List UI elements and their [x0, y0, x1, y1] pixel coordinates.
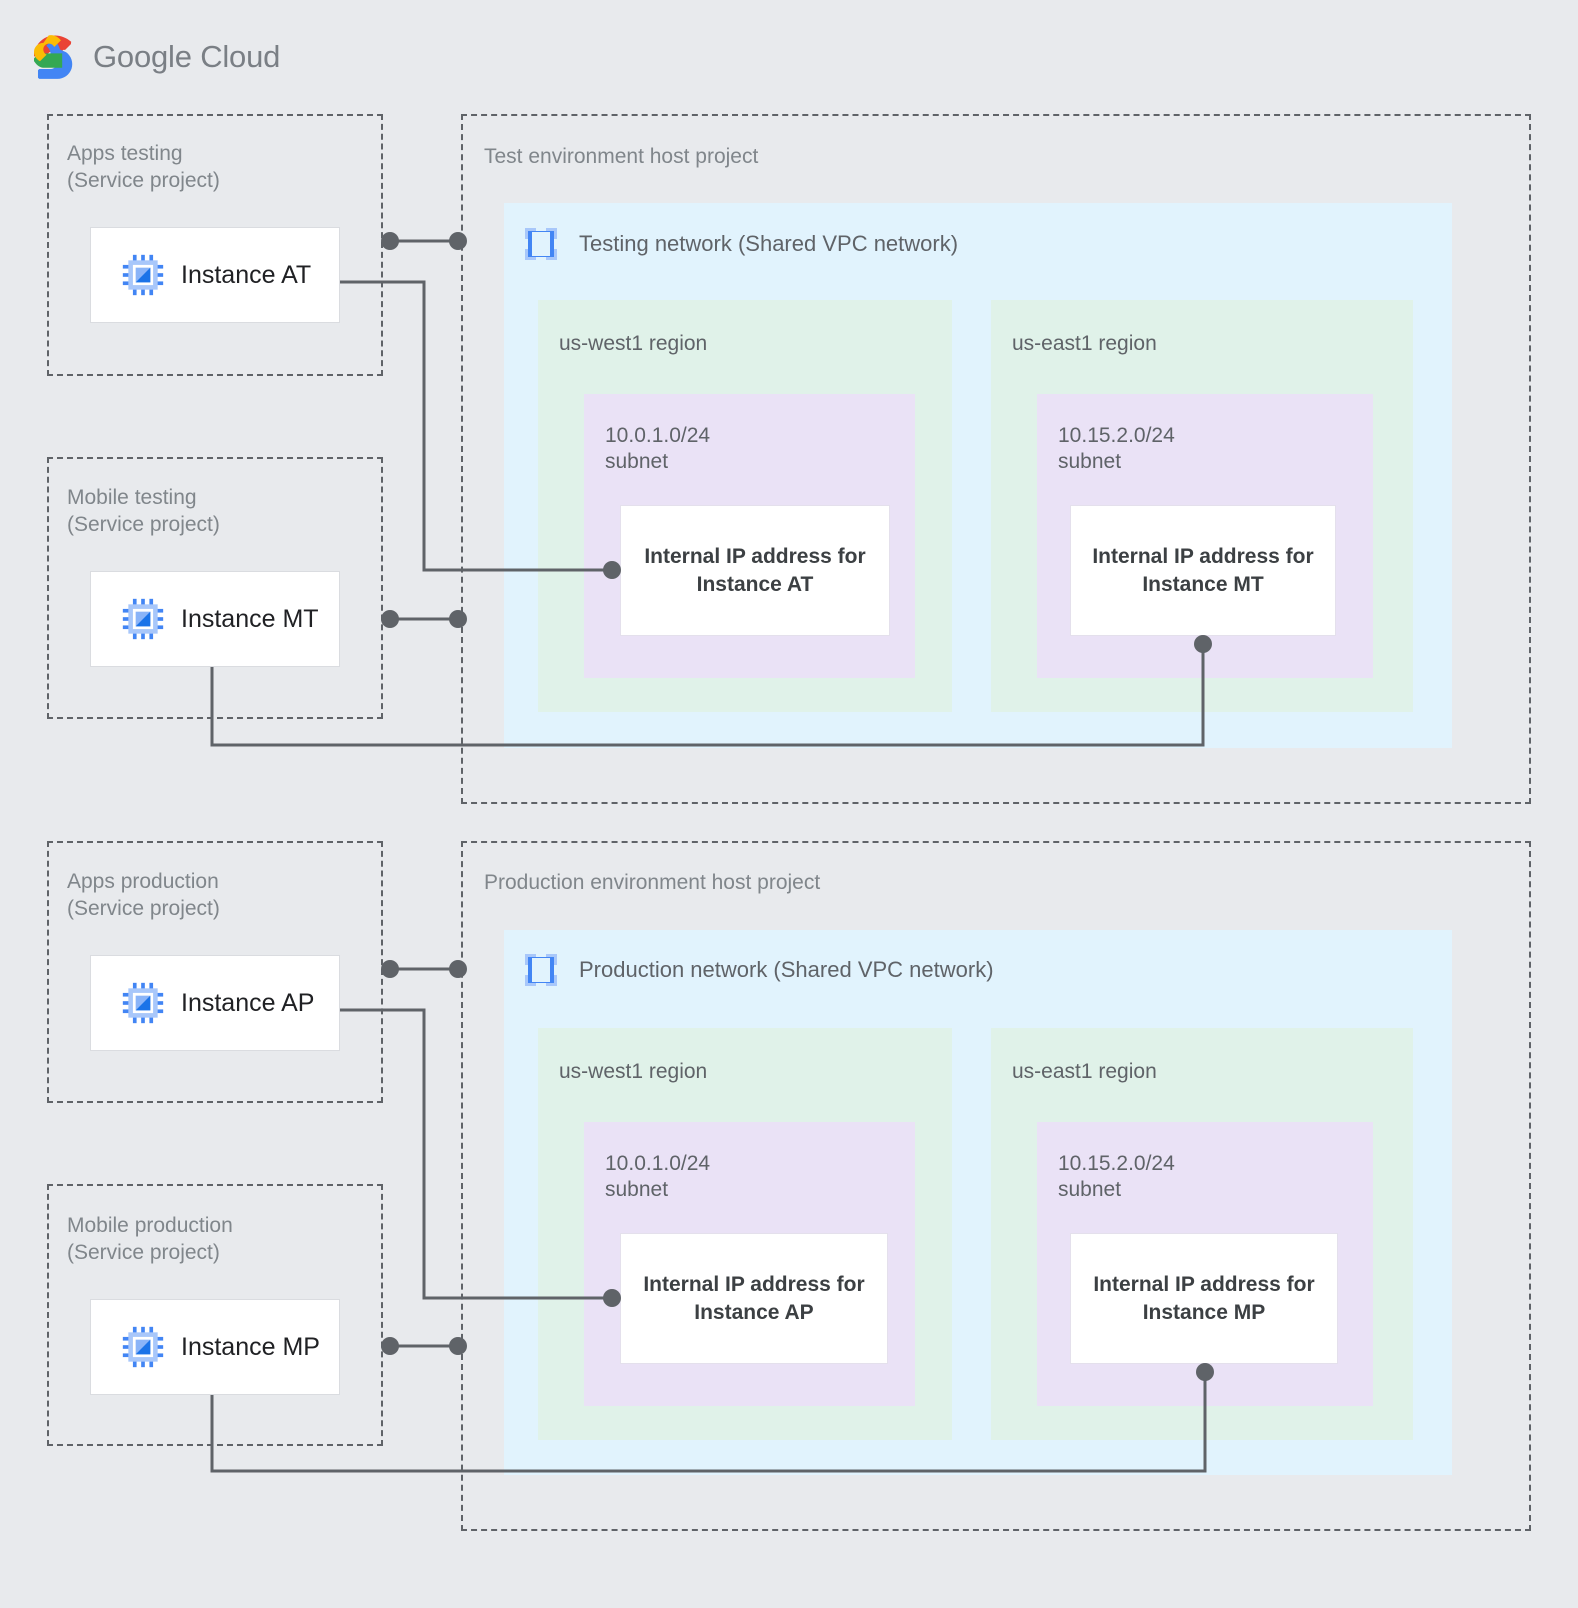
logo-wordmark: Google Cloud — [93, 39, 280, 75]
subnet-prod-us-east1-label: 10.15.2.0/24 subnet — [1058, 1152, 1175, 1201]
internal-ip-box-mp[interactable]: Internal IP address for Instance MP — [1070, 1233, 1338, 1364]
internal-ip-box-mt[interactable]: Internal IP address for Instance MT — [1070, 505, 1336, 636]
connector-mobile-testing-attachment — [381, 610, 467, 628]
compute-instance-chip-icon — [122, 254, 164, 296]
internal-ip-text-ap: Internal IP address for Instance AP — [643, 1272, 865, 1324]
subnet-test-us-west1-label: 10.0.1.0/24 subnet — [605, 424, 711, 473]
shared-vpc-network-production-title: Production network (Shared VPC network) — [579, 957, 994, 982]
connector-apps-testing-attachment — [381, 232, 467, 250]
vpc-network-icon — [525, 954, 557, 986]
instance-card-ap[interactable]: Instance AP — [90, 955, 340, 1051]
shared-vpc-network-testing-title: Testing network (Shared VPC network) — [579, 231, 959, 256]
internal-ip-text-mp: Internal IP address for Instance MP — [1093, 1272, 1315, 1324]
logo-word-google: Google — [93, 39, 192, 74]
shared-vpc-network-testing-header: Testing network (Shared VPC network) — [521, 224, 958, 264]
instance-label-mt: Instance MT — [181, 604, 319, 633]
connector-mobile-production-attachment — [381, 1337, 467, 1355]
instance-label-ap: Instance AP — [181, 988, 315, 1017]
google-cloud-logo: Google Cloud — [34, 34, 280, 80]
instance-card-at[interactable]: Instance AT — [90, 227, 340, 323]
region-test-us-west1-label: us-west1 region — [559, 332, 708, 355]
connector-apps-production-attachment — [381, 960, 467, 978]
instance-label-mp: Instance MP — [181, 1332, 320, 1361]
compute-instance-chip-icon — [122, 1326, 164, 1368]
instance-card-mt[interactable]: Instance MT — [90, 571, 340, 667]
logo-word-cloud: Cloud — [200, 39, 281, 74]
region-prod-us-west1-label: us-west1 region — [559, 1060, 708, 1083]
instance-label-at: Instance AT — [181, 260, 312, 289]
subnet-prod-us-west1-label: 10.0.1.0/24 subnet — [605, 1152, 711, 1201]
compute-instance-chip-icon — [122, 598, 164, 640]
internal-ip-box-ap[interactable]: Internal IP address for Instance AP — [620, 1233, 888, 1364]
internal-ip-text-at: Internal IP address for Instance AT — [644, 544, 866, 596]
internal-ip-box-at[interactable]: Internal IP address for Instance AT — [620, 505, 890, 636]
compute-instance-chip-icon — [122, 982, 164, 1024]
region-prod-us-east1-label: us-east1 region — [1012, 1060, 1157, 1083]
google-cloud-logo-icon — [34, 35, 73, 79]
shared-vpc-network-production-header: Production network (Shared VPC network) — [521, 950, 994, 990]
vpc-network-icon — [525, 228, 557, 260]
internal-ip-text-mt: Internal IP address for Instance MT — [1092, 544, 1314, 596]
instance-card-mp[interactable]: Instance MP — [90, 1299, 340, 1395]
region-test-us-east1-label: us-east1 region — [1012, 332, 1157, 355]
subnet-test-us-east1-label: 10.15.2.0/24 subnet — [1058, 424, 1175, 473]
